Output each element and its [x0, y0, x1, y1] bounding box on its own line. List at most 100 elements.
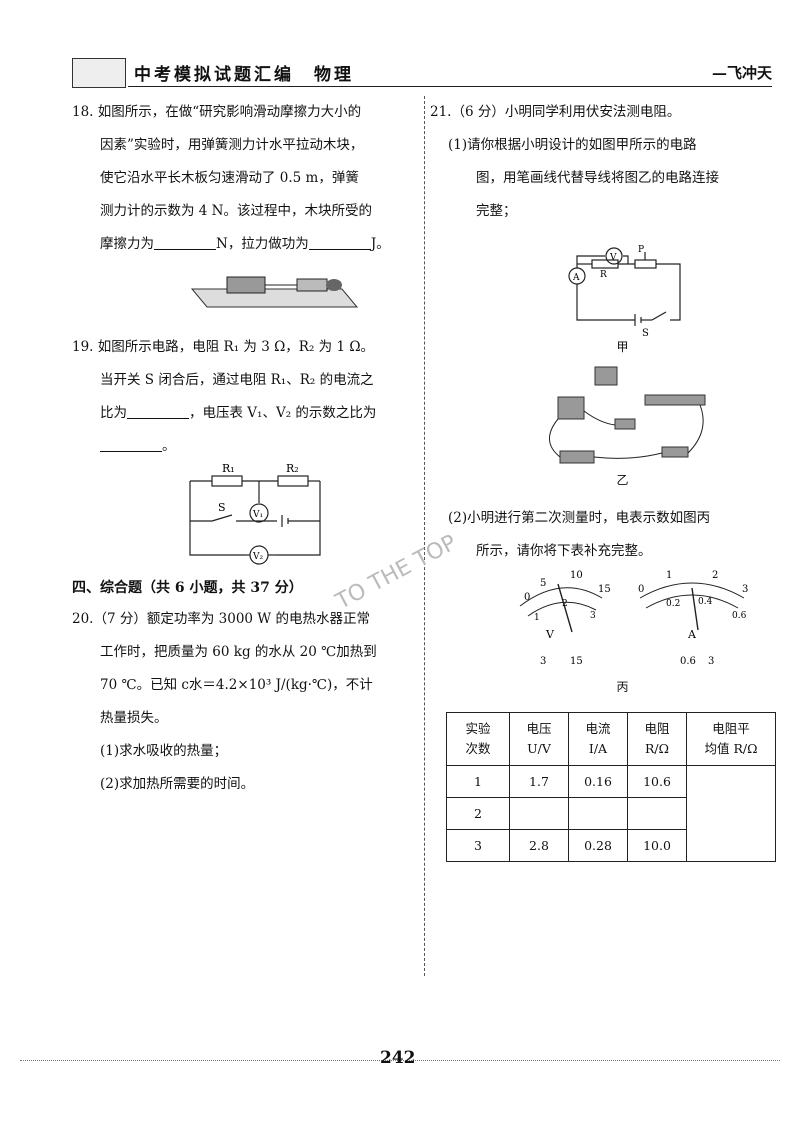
table-row: 3 2.8 0.28 10.0 [446, 829, 776, 862]
table-cell-blank[interactable] [509, 797, 569, 830]
table-header: 实验次数 [446, 712, 510, 766]
label-v1: V₁ [252, 510, 263, 520]
tick-label: 2 [712, 570, 718, 581]
question-21: 21.（6 分）小明同学利用伏安法测电阻。 (1)请你根据小明设计的如图甲所示的… [430, 96, 775, 228]
tick-label: 3 [590, 611, 596, 621]
answer-blank[interactable] [127, 404, 189, 419]
q18-text: J。 [370, 236, 390, 252]
table-cell-average[interactable] [686, 765, 776, 862]
tick-label: 2 [562, 599, 568, 609]
q19-line: 当开关 S 闭合后，通过电阻 R₁、R₂ 的电流之 [100, 372, 374, 388]
circuit-jia: V R P A S [568, 245, 681, 338]
q19-text: ，电压表 V₁、V₂ 的示数之比为 [189, 405, 377, 421]
voltmeter-needle [557, 583, 573, 633]
book-logo [72, 58, 126, 88]
q20-line: 工作时，把质量为 60 kg 的水从 20 ℃加热到 [100, 644, 377, 660]
label-v: V [609, 253, 617, 263]
q20-line: 70 ℃。已知 c水＝4.2×10³ J/(kg·℃)，不计 [100, 677, 373, 693]
switch-device [661, 446, 689, 458]
resistor-r1 [211, 475, 243, 487]
table-cell: 1.7 [509, 765, 569, 798]
resistor-r2 [277, 475, 309, 487]
battery-device [559, 450, 595, 464]
label-r: R [600, 270, 607, 280]
q18-line: 测力计的示数为 4 N。该过程中，木块所受的 [100, 203, 372, 219]
table-cell: 0.28 [568, 829, 628, 862]
terminal-label: 3 [708, 656, 714, 667]
table-header: 电阻平均值 R/Ω [686, 712, 776, 766]
answer-blank[interactable] [100, 437, 162, 452]
label-p: P [638, 245, 644, 255]
q19-text: 。 [162, 438, 176, 454]
rheostat-device [644, 394, 706, 406]
q21-line: 完整； [476, 203, 517, 219]
spring-scale [296, 278, 328, 292]
table-cell-blank[interactable] [627, 797, 687, 830]
answer-blank[interactable] [308, 235, 371, 250]
q21-line: 所示，请你将下表补充完整。 [476, 543, 652, 559]
label-s: S [642, 328, 649, 338]
label-v2: V₂ [252, 552, 263, 562]
book-title: 中考模拟试题汇编 物理 [134, 65, 354, 85]
header-rule [128, 86, 772, 87]
table-cell: 10.0 [627, 829, 687, 862]
long-board [190, 288, 359, 308]
meter-label: V [545, 628, 555, 641]
question-18: 18. 如图所示，在做“研究影响滑动摩擦力大小的 因素”实验时，用弹簧测力计水平… [72, 96, 417, 261]
question-21-part2: (2)小明进行第二次测量时，电表示数如图丙 所示，请你将下表补充完整。 [430, 502, 775, 568]
column-divider [424, 96, 425, 976]
table-cell: 3 [446, 829, 510, 862]
q20-part: (1)求水吸收的热量； [100, 743, 228, 759]
label-s: S [218, 501, 226, 514]
tick-label: 0.4 [698, 597, 713, 607]
table-cell: 2 [446, 797, 510, 830]
tick-label: 0 [524, 592, 530, 603]
meter-device [557, 396, 585, 420]
tick-label: 3 [742, 584, 748, 595]
table-cell: 1 [446, 765, 510, 798]
table-cell: 0.16 [568, 765, 628, 798]
resistor-device [614, 418, 636, 430]
q18-line: 因素”实验时，用弹簧测力计水平拉动木块， [100, 137, 364, 153]
table-cell-blank[interactable] [568, 797, 628, 830]
friction-experiment-figure [190, 276, 359, 308]
answer-blank[interactable] [154, 235, 216, 250]
page-header: 中考模拟试题汇编 物理 —飞冲天 [72, 56, 772, 90]
ammeter-dial: 0 1 2 3 0.2 0.4 0.6 A 0.6 3 [638, 570, 748, 667]
q19-circuit-diagram: R₁ R₂ S V₁ V₂ [189, 463, 321, 565]
terminal-label: 0.6 [680, 656, 696, 667]
footer-rule [20, 1060, 780, 1061]
meter-label: A [687, 628, 697, 641]
q21-line: 21.（6 分）小明同学利用伏安法测电阻。 [430, 104, 681, 120]
q19-line-blank2: 。 [72, 430, 417, 463]
table-cell: 2.8 [509, 829, 569, 862]
tick-label: 10 [570, 570, 583, 581]
q20-line: 20.（7 分）额定功率为 3000 W 的电热水器正常 [72, 611, 370, 627]
meters-bing: 0 5 10 15 1 2 3 V 3 15 0 1 2 3 0.2 0.4 0… [519, 570, 748, 667]
tick-label: 0.2 [666, 599, 680, 609]
tick-label: 0.6 [732, 611, 747, 621]
q18-text: 摩擦力为 [100, 236, 154, 252]
q20-part: (2)求加热所需要的时间。 [100, 776, 255, 792]
q21-line: (2)小明进行第二次测量时，电表示数如图丙 [448, 510, 711, 526]
caption-yi: 乙 [616, 473, 629, 487]
table-cell: 10.6 [627, 765, 687, 798]
q18-line: 使它沿水平长木板匀速滑动了 0.5 m，弹簧 [100, 170, 359, 186]
q18-line: 18. 如图所示，在做“研究影响滑动摩擦力大小的 [72, 104, 362, 120]
ammeter-needle [691, 587, 699, 631]
caption-jia: 甲 [616, 340, 629, 354]
label-r2: R₂ [286, 463, 299, 475]
table-row: 2 [446, 797, 776, 830]
right-column: 21.（6 分）小明同学利用伏安法测电阻。 (1)请你根据小明设计的如图甲所示的… [430, 96, 775, 695]
q19-line-blanks: 比为，电压表 V₁、V₂ 的示数之比为 [72, 397, 417, 430]
voltmeter-dial: 0 5 10 15 1 2 3 V 3 15 [519, 570, 611, 667]
tick-label: 1 [666, 570, 672, 581]
q21-line: (1)请你根据小明设计的如图甲所示的电路 [448, 137, 697, 153]
physical-circuit-yi [549, 366, 706, 464]
q21-line: 图，用笔画线代替导线将图乙的电路连接 [476, 170, 719, 186]
question-20: 20.（7 分）额定功率为 3000 W 的电热水器正常 工作时，把质量为 60… [72, 603, 417, 801]
